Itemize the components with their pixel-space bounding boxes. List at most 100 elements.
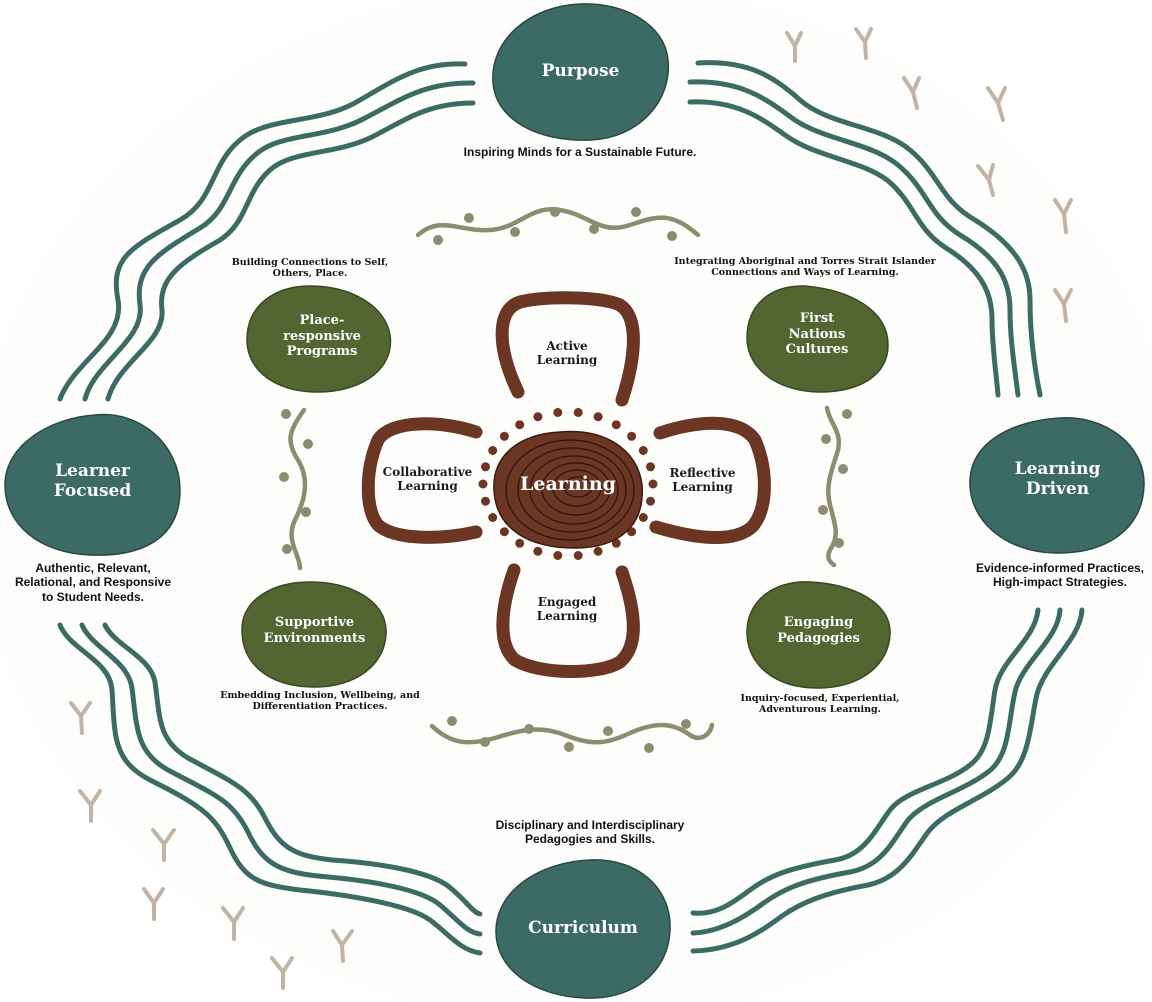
petal-engaged (496, 563, 640, 678)
center-dot (646, 462, 655, 472)
place-responsive-caption: Building Connections to Self, Others, Pl… (225, 257, 395, 280)
center-dot (593, 546, 603, 556)
wave-dot (281, 409, 291, 419)
center-dot (499, 527, 509, 537)
wave-dot (838, 464, 848, 474)
center-dot (573, 408, 583, 417)
first-nations-title-line1: First (799, 311, 835, 326)
petal-engaged-line1: Engaged (537, 595, 597, 609)
wave-dot (821, 434, 831, 444)
learning-driven-title-line2: Driven (1025, 479, 1090, 500)
river-line (82, 80, 476, 402)
track-mark-icon (69, 701, 92, 735)
center-dot (533, 546, 543, 556)
petal-reflective-line2: Learning (672, 480, 733, 495)
petal-active (495, 291, 640, 407)
petal-active-line1: Active (546, 339, 588, 353)
river-line (102, 622, 483, 917)
wave-dot (464, 213, 474, 223)
place-responsive-title-line1: Place- (299, 313, 345, 328)
track-mark-icon (221, 906, 245, 941)
center-title: Learning (520, 473, 616, 495)
supportive-environments-caption-line1: Embedding Inclusion, Wellbeing, and (220, 690, 420, 701)
wave-dot (681, 719, 691, 729)
track-mark-icon (785, 31, 803, 63)
center-dot (627, 431, 637, 441)
wave-dot (834, 538, 844, 548)
track-mark-icon (331, 929, 354, 963)
petal-reflective-line1: Reflective (669, 466, 736, 480)
curriculum-caption-line2: Pedagogies and Skills. (524, 832, 656, 847)
first-nations-title-line2: Nations (788, 326, 846, 342)
learner-focused-title: Learner Focused (5, 461, 180, 502)
track-mark-icon (142, 887, 165, 921)
center-dot (533, 412, 543, 422)
track-mark-icon (1053, 288, 1073, 323)
place-responsive-caption-line2: Others, Place. (272, 268, 348, 280)
supportive-environments-title-line1: Supportive (274, 615, 355, 630)
wave-dot (279, 472, 289, 482)
engaging-pedagogies-title-line2: Pedagogies (777, 630, 860, 646)
petal-collaborative-line2: Learning (397, 479, 458, 494)
learning-petals (361, 291, 771, 678)
learning-driven-caption-line2: High-impact Strategies. (992, 575, 1128, 590)
wave-dot (564, 742, 574, 752)
center-dot (611, 538, 621, 548)
river-line (695, 60, 1043, 398)
learning-driven-title: Learning Driven (970, 459, 1145, 500)
petal-reflective (649, 416, 771, 544)
place-responsive-title: Place- responsive Programs (247, 313, 397, 360)
center-dot (611, 420, 621, 430)
track-mark-icon (270, 956, 294, 990)
petal-engaged-line2: Learning (536, 609, 598, 624)
center-dot (481, 462, 490, 472)
wave-dot (842, 409, 852, 419)
river-line (57, 61, 468, 402)
wave-dot (667, 231, 677, 241)
learner-focused-title-line2: Focused (53, 481, 132, 502)
purpose-node (492, 3, 670, 141)
wave-dot (818, 505, 828, 515)
curriculum-caption: Disciplinary and Interdisciplinary Pedag… (440, 818, 740, 847)
track-mark-icon (151, 828, 176, 862)
center-dot (638, 513, 648, 522)
river-line (105, 100, 476, 402)
first-nations-title: First Nations Cultures (747, 311, 887, 358)
dotted-wave-right (818, 405, 852, 568)
dotted-wave-left (279, 407, 313, 571)
place-responsive-caption-line1: Building Connections to Self, (231, 257, 389, 268)
petal-collaborative (361, 417, 483, 544)
supportive-environments-caption-line2: Differentiation Practices. (252, 701, 388, 713)
place-responsive-title-line3: Programs (286, 344, 358, 360)
dotted-wave-bottom (429, 716, 715, 753)
place-responsive-node (246, 285, 392, 393)
purpose-title: Purpose (541, 61, 620, 81)
center-dot (481, 496, 490, 506)
purpose-caption: Inspiring Minds for a Sustainable Future… (463, 145, 697, 159)
learner-focused-node (4, 413, 181, 556)
learning-driven-node (969, 417, 1145, 554)
petal-collaborative-label: Collaborative Learning (380, 465, 475, 494)
track-mark-icon (854, 27, 873, 60)
center-dot (499, 431, 509, 441)
wave-dot (631, 207, 641, 217)
supportive-environments-title-line2: Environments (263, 630, 366, 646)
engaging-pedagogies-caption: Inquiry-focused, Experiential, Adventuro… (720, 693, 920, 716)
wave-dot (524, 724, 534, 734)
wave-dot (603, 726, 613, 736)
curriculum-node (495, 859, 671, 999)
learning-core (493, 430, 643, 549)
petal-active-line2: Learning (536, 353, 598, 368)
river-line (690, 607, 1085, 954)
learner-focused-title-line1: Learner (55, 461, 130, 481)
petal-reflective-label: Reflective Learning (660, 466, 745, 495)
center-dots (478, 408, 658, 560)
first-nations-caption-line1: Integrating Aboriginal and Torres Strait… (674, 256, 936, 267)
center-dot (593, 412, 603, 422)
track-marks-bottom-left (69, 701, 354, 990)
river-line (687, 99, 1001, 398)
place-responsive-title-line2: responsive (283, 328, 361, 344)
dotted-wave-top (415, 207, 701, 245)
river-line (690, 607, 1041, 916)
wave-dot (433, 235, 443, 245)
